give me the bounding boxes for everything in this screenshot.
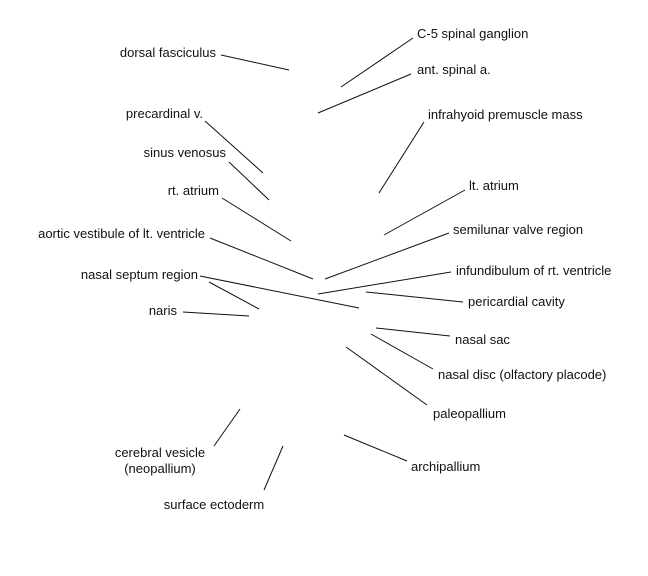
label-semilunar-valve-region: semilunar valve region — [453, 222, 584, 237]
label-aortic-vestibule: aortic vestibule of lt. ventricle — [38, 226, 205, 241]
label-surface-ectoderm: surface ectoderm — [163, 497, 265, 512]
leader-surface-ectoderm — [263, 445, 284, 491]
label-cerebral-vesicle-line2: (neopallium) — [124, 461, 196, 476]
label-pericardial-cavity: pericardial cavity — [468, 294, 565, 309]
leader-paleopallium — [345, 346, 428, 406]
leader-dorsal-fasciculus — [220, 54, 290, 71]
leader-aortic-vestibule — [209, 237, 314, 280]
label-nasal-disc: nasal disc (olfactory placode) — [438, 367, 607, 382]
leader-c5-spinal-ganglion — [340, 37, 414, 88]
leader-ant-spinal-a — [317, 73, 412, 114]
leader-precardinal-v — [204, 120, 264, 174]
leader-nasal-septum-region-a — [199, 275, 360, 309]
label-c5-spinal-ganglion: C-5 spinal ganglion — [417, 26, 529, 41]
leader-archipallium — [343, 434, 408, 462]
label-infrahyoid-premuscle-mass: infrahyoid premuscle mass — [428, 107, 583, 122]
label-lt-atrium: lt. atrium — [469, 178, 519, 193]
leader-nasal-disc — [370, 333, 434, 370]
label-cerebral-vesicle: cerebral vesicle (neopallium) — [100, 445, 220, 477]
leader-semilunar-valve-region — [324, 232, 450, 280]
label-nasal-septum-region: nasal septum region — [80, 267, 198, 282]
label-ant-spinal-a: ant. spinal a. — [417, 62, 491, 77]
label-sinus-venosus: sinus venosus — [143, 145, 226, 160]
label-precardinal-v: precardinal v. — [125, 106, 203, 121]
label-dorsal-fasciculus: dorsal fasciculus — [119, 45, 216, 60]
label-nasal-sac: nasal sac — [455, 332, 510, 347]
leader-lt-atrium — [383, 189, 466, 236]
leader-pericardial-cavity — [365, 291, 464, 303]
label-archipallium: archipallium — [411, 459, 481, 474]
leader-nasal-septum-region-b — [208, 281, 260, 310]
leader-sinus-venosus — [228, 161, 270, 201]
leader-rt-atrium — [221, 197, 292, 242]
label-naris: naris — [148, 303, 177, 318]
leader-infundibulum-rt-ventricle — [317, 271, 452, 295]
label-rt-atrium: rt. atrium — [167, 183, 219, 198]
label-infundibulum-rt-ventricle: infundibulum of rt. ventricle — [456, 263, 612, 278]
label-paleopallium: paleopallium — [433, 406, 506, 421]
leader-naris — [182, 311, 250, 317]
leader-nasal-sac — [375, 327, 451, 337]
leader-cerebral-vesicle — [213, 408, 241, 447]
label-cerebral-vesicle-line1: cerebral vesicle — [114, 445, 206, 460]
leader-infrahyoid-premuscle-mass — [378, 121, 425, 194]
